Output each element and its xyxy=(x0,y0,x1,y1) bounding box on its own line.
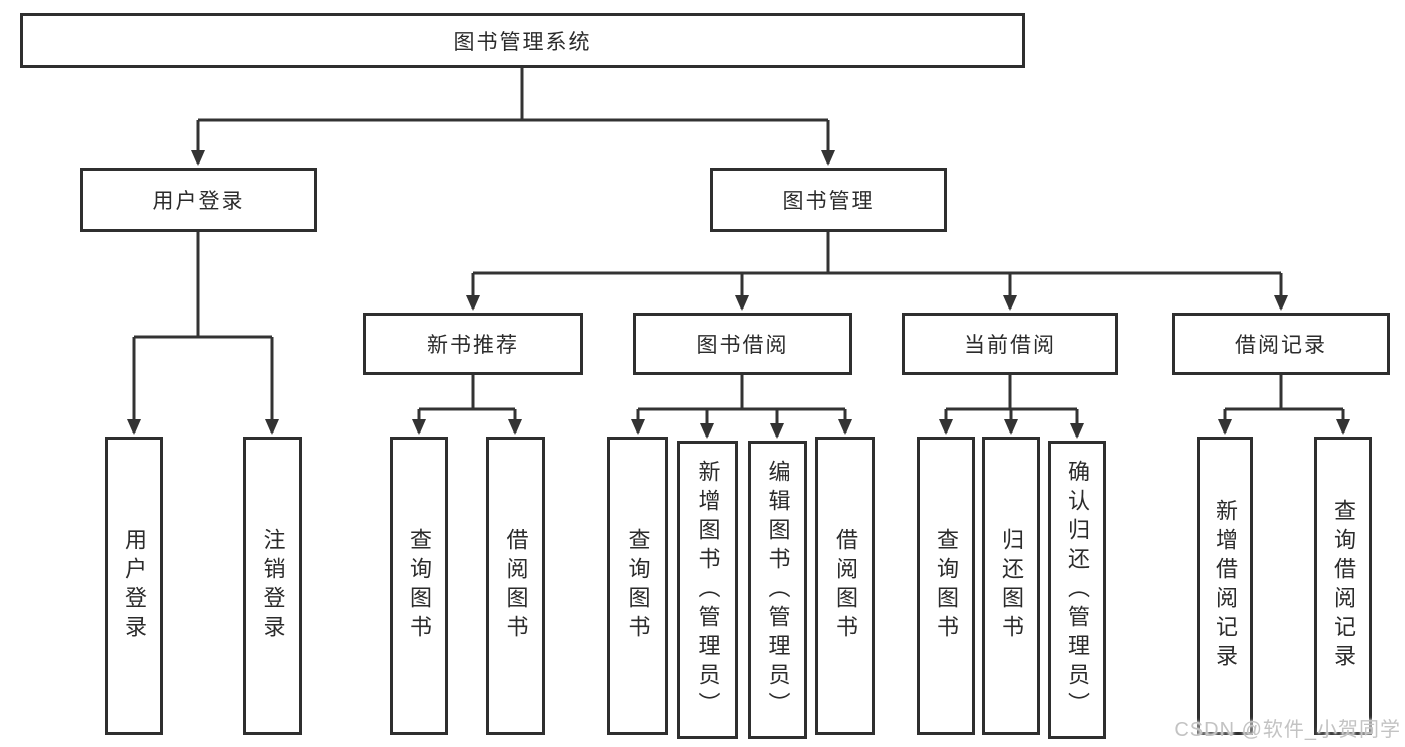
leaf-borrow-books-recommend: 借阅图书 xyxy=(486,437,545,735)
node-borrowing-records: 借阅记录 xyxy=(1172,313,1390,375)
leaf-user-login: 用户登录 xyxy=(105,437,163,735)
node-new-book-recommendation: 新书推荐 xyxy=(363,313,583,375)
node-book-borrowing: 图书借阅 xyxy=(633,313,852,375)
leaf-logout: 注销登录 xyxy=(243,437,302,735)
node-root: 图书管理系统 xyxy=(20,13,1025,68)
leaf-confirm-return-admin: 确认归还（管理员） xyxy=(1048,441,1106,739)
node-user-login: 用户登录 xyxy=(80,168,317,232)
leaf-query-books-borrowing: 查询图书 xyxy=(607,437,668,735)
leaf-edit-book-admin: 编辑图书（管理员） xyxy=(748,441,807,739)
leaf-borrow-books-borrowing: 借阅图书 xyxy=(815,437,875,735)
leaf-add-borrow-record: 新增借阅记录 xyxy=(1197,437,1253,735)
node-book-management: 图书管理 xyxy=(710,168,947,232)
leaf-query-books-current: 查询图书 xyxy=(917,437,975,735)
leaf-return-books: 归还图书 xyxy=(982,437,1040,735)
leaf-add-book-admin: 新增图书（管理员） xyxy=(677,441,738,739)
leaf-query-books-recommend: 查询图书 xyxy=(390,437,448,735)
node-current-borrowing: 当前借阅 xyxy=(902,313,1118,375)
leaf-query-borrow-record: 查询借阅记录 xyxy=(1314,437,1372,735)
